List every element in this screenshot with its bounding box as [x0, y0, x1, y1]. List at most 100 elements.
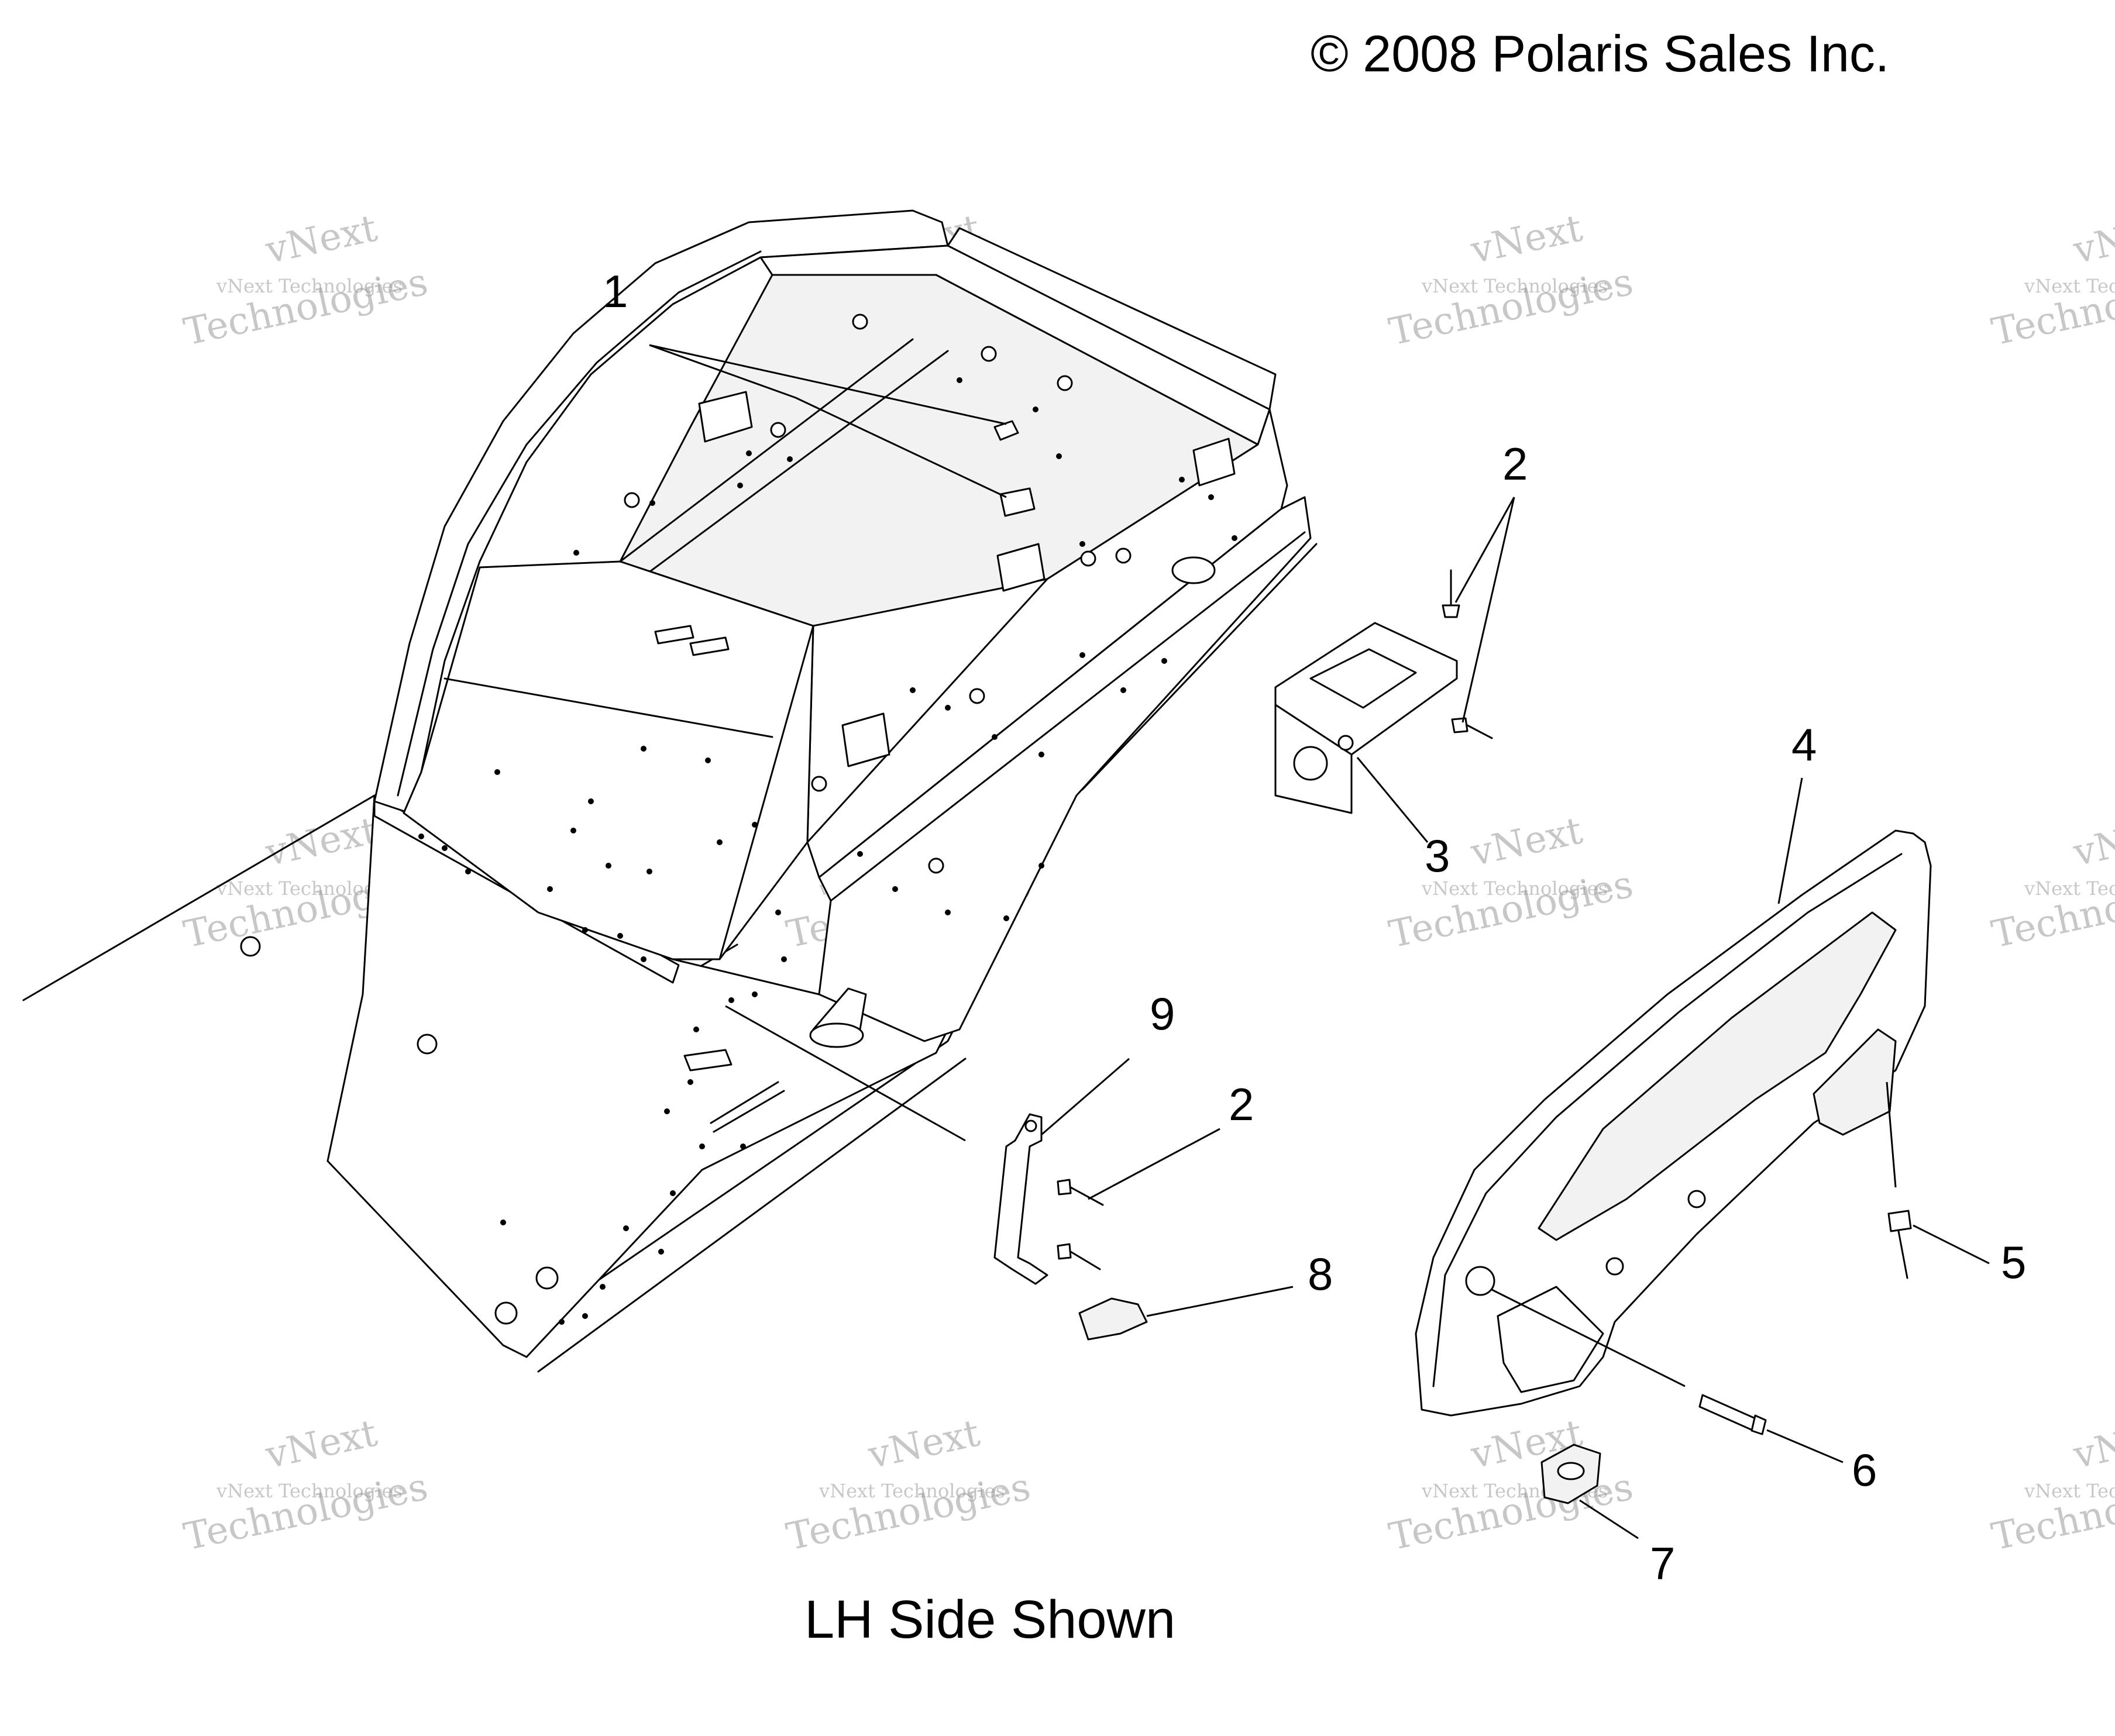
svg-text:vNext: vNext: [262, 1411, 381, 1477]
callout-3: 3: [1425, 830, 1450, 881]
push-rivet-head: [1887, 1210, 1912, 1232]
watermark: vNext vNext Technologies Technologies: [1988, 206, 2115, 354]
mount-hole: [969, 688, 985, 704]
chassis-frame: [22, 209, 1318, 1373]
bumper-pad: [1078, 1297, 1148, 1341]
shell-inner-edge: [397, 250, 762, 797]
svg-text:vNext: vNext: [262, 809, 381, 875]
rail-edge: [1081, 543, 1318, 791]
callout-6: 6: [1852, 1444, 1877, 1496]
panel-kick-plate: [1497, 1286, 1604, 1393]
mount-hole: [811, 776, 827, 792]
leader-line-7: [1579, 1499, 1639, 1539]
small-bracket: [683, 1049, 732, 1072]
copyright-notice: © 2008 Polaris Sales Inc.: [1311, 25, 1889, 82]
part-4-side-panel: 4: [1415, 719, 1932, 1417]
svg-text:vNext: vNext: [1467, 206, 1586, 273]
assembly-line: [725, 1005, 966, 1142]
mount-hole: [1057, 375, 1073, 391]
bracket-cutout: [1309, 648, 1417, 709]
latch-bracket: [1192, 438, 1236, 487]
slot-tab: [689, 636, 730, 656]
svg-text:vNext: vNext: [1467, 809, 1586, 875]
rivet-stem: [1069, 1186, 1104, 1206]
deck-seam: [619, 338, 914, 563]
svg-text:vNext Technologies: vNext Technologies: [216, 1480, 403, 1502]
callout-2-upper: 2: [1502, 438, 1528, 490]
part-5-push-rivet: 5: [1886, 1081, 2026, 1288]
callout-4: 4: [1791, 719, 1817, 770]
mount-hole: [535, 1266, 559, 1290]
part-3-bracket: 3: [1274, 622, 1458, 881]
oval-access-hole: [1171, 556, 1216, 584]
tunnel-floor-plate: [326, 794, 949, 1358]
watermark: vNext vNext Technologies Technologies: [180, 1411, 432, 1559]
panel-window-recess: [1538, 911, 1897, 1241]
mount-hole: [981, 346, 997, 362]
panel-inner-rim: [1432, 853, 1903, 1387]
watermark: vNext vNext Technologies Technologies: [1385, 1411, 1637, 1559]
svg-text:vNext Technologies: vNext Technologies: [2024, 1480, 2115, 1502]
rivet-stem: [1069, 1251, 1101, 1270]
watermark: vNext vNext Technologies Technologies: [1385, 809, 1637, 956]
callout-8: 8: [1308, 1248, 1333, 1300]
svg-text:vNext Technologies: vNext Technologies: [2024, 877, 2115, 900]
spring-pin: [713, 1090, 785, 1133]
strap-bracket: [993, 1113, 1048, 1285]
leader-line-9: [1041, 1058, 1130, 1136]
mount-hole: [770, 422, 786, 438]
callout-9: 9: [1150, 988, 1175, 1039]
rivet-head: [1057, 1243, 1072, 1260]
slot-tab: [654, 625, 694, 645]
watermark: vNext vNext Technologies Technologies: [180, 206, 432, 354]
leader-line-2a: [1454, 497, 1515, 603]
callout-7: 7: [1650, 1538, 1675, 1589]
cargo-front-bulkhead: [403, 560, 814, 960]
deck-seam: [631, 350, 949, 586]
pin-shaft: [1698, 1394, 1756, 1431]
bulkhead-crease: [443, 677, 773, 738]
tunnel-rail-line: [537, 1058, 967, 1373]
panel-grommet-hole: [1465, 1266, 1495, 1296]
rail-edge: [830, 531, 1306, 902]
callout-1: 1: [603, 266, 628, 317]
leader-line-8: [1146, 1286, 1294, 1317]
part-2-rivets-upper: 2: [1442, 438, 1528, 739]
mount-hole: [852, 314, 868, 330]
view-caption: LH Side Shown: [804, 1590, 1175, 1649]
svg-text:vNext: vNext: [2069, 1411, 2115, 1477]
rivet-stem: [1466, 724, 1493, 739]
mount-hole: [240, 936, 261, 957]
bracket-hole: [1024, 1120, 1037, 1132]
svg-text:vNext: vNext: [2069, 809, 2115, 875]
part-9-strap-bracket: 9: [725, 988, 1175, 1285]
mount-hole: [928, 857, 944, 874]
part-6-pin: 6: [1491, 1289, 1877, 1496]
watermark: vNext vNext Technologies Technologies: [1385, 206, 1637, 354]
watermark: vNext vNext Technologies Technologies: [1988, 1411, 2115, 1559]
leader-line-2c: [1088, 1128, 1220, 1200]
callout-5: 5: [2001, 1236, 2026, 1288]
assembly-line: [1886, 1081, 1897, 1188]
assembly-line: [1491, 1289, 1686, 1387]
spring-pin: [710, 1081, 779, 1124]
mount-hole: [1080, 550, 1096, 567]
pin-head: [1751, 1414, 1767, 1435]
part-2-rivets-lower: 2: [1057, 1079, 1254, 1270]
push-rivet-stem: [1897, 1230, 1908, 1279]
grommet-hole: [1557, 1462, 1585, 1480]
side-rail-panel: [818, 496, 1312, 1042]
svg-text:vNext Technologies: vNext Technologies: [216, 275, 403, 297]
svg-text:vNext Technologies: vNext Technologies: [2024, 275, 2115, 297]
leader-line-1b: [649, 344, 1007, 498]
hitch-slot: [809, 1022, 864, 1048]
leader-line-6: [1766, 1429, 1844, 1463]
part-8-bumper: 8: [1078, 1248, 1333, 1341]
bolt-head: [993, 420, 1019, 441]
rivet-pattern: [418, 377, 1237, 1325]
mount-hole: [494, 1301, 518, 1325]
watermark: vNext vNext Technologies Technologies: [1988, 809, 2115, 956]
rivet-head: [1442, 604, 1460, 618]
